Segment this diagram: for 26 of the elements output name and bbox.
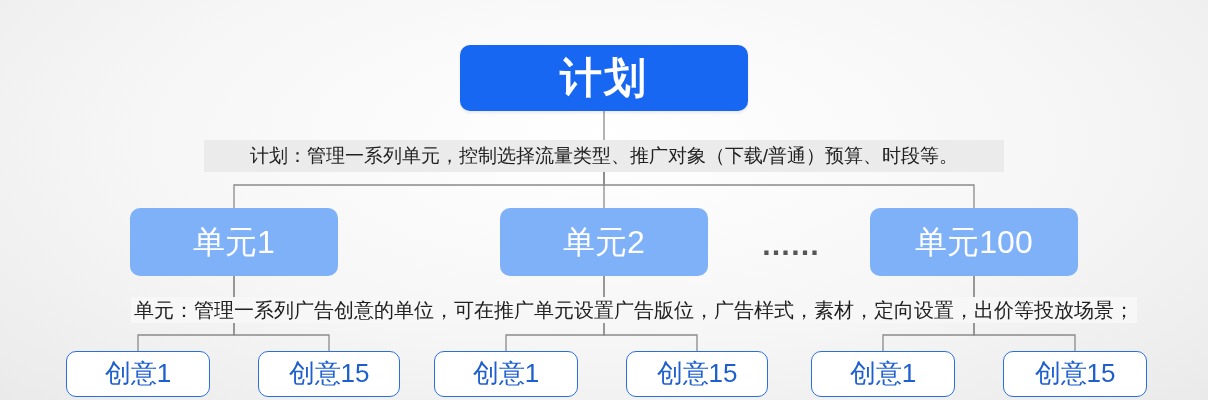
ellipsis-text: …… [761, 230, 819, 260]
unit-box [500, 208, 708, 276]
creative-label: 创意15 [656, 358, 738, 390]
description-band [204, 140, 1004, 172]
description-text: 计划：管理一系列单元，控制选择流量类型、推广对象（下载/普通）预算、时段等。 [249, 144, 959, 168]
creative-label: 创意15 [1034, 358, 1116, 390]
creative-box [811, 351, 955, 397]
unit-label: 单元100 [915, 222, 1033, 262]
creative-box [1003, 351, 1147, 397]
creative-box [626, 351, 768, 397]
creative-box [66, 351, 210, 397]
plan-title: 计划 [560, 52, 648, 103]
creative-label: 创意1 [472, 358, 540, 390]
creative-label: 创意15 [288, 358, 370, 390]
unit-label: 单元1 [193, 222, 275, 262]
connector-line [603, 171, 975, 209]
creative-label: 创意1 [849, 358, 917, 390]
unit-description-text: 单元：管理一系列广告创意的单位，可在推广单元设置广告版位，广告样式，素材，定向设置，出价等投放场景； [131, 297, 1137, 323]
creative-box [258, 351, 400, 397]
plan-box [460, 45, 748, 111]
creative-label: 创意1 [104, 358, 172, 390]
connector-line [603, 110, 605, 141]
unit-box [130, 208, 338, 276]
unit-box [870, 208, 1078, 276]
creative-box [434, 351, 578, 397]
unit-label: 单元2 [563, 222, 645, 262]
